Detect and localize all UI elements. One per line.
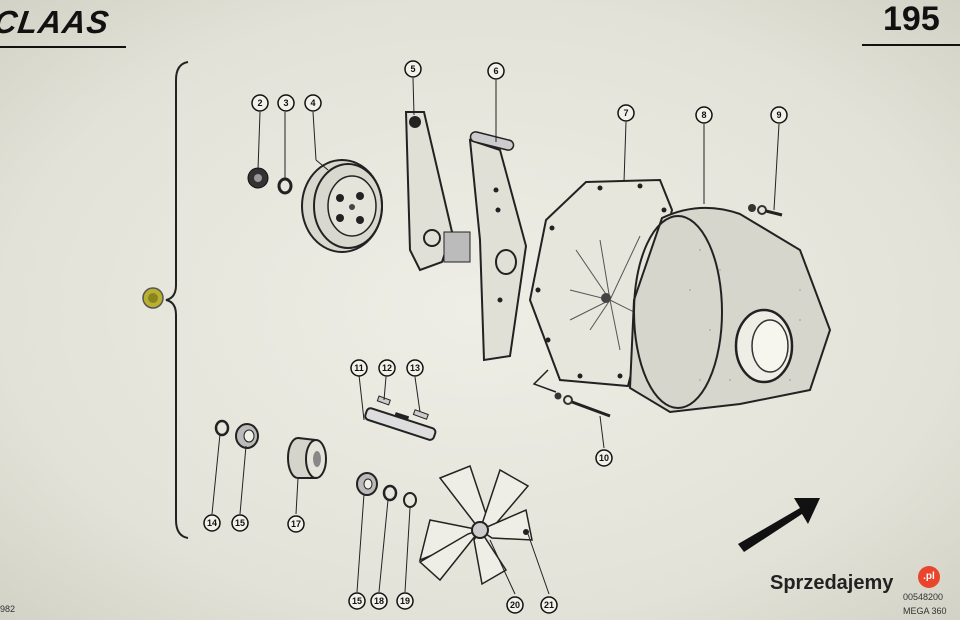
callout-label: 12: [382, 363, 392, 373]
callout-label: 8: [701, 110, 706, 120]
callout-label: 19: [400, 596, 410, 606]
arrow-up-right-icon: [738, 498, 820, 552]
callout-label: 15: [235, 518, 245, 528]
callout-18: 18: [370, 592, 388, 610]
callout-label: 3: [283, 98, 288, 108]
callout-label: 9: [776, 110, 781, 120]
callout-label: 2: [257, 98, 262, 108]
callout-label: 7: [623, 108, 628, 118]
callout-5: 5: [404, 60, 422, 78]
callout-label: 18: [374, 596, 384, 606]
callout-9: 9: [770, 106, 788, 124]
callout-17: 17: [287, 515, 305, 533]
callout-2: 2: [251, 94, 269, 112]
callout-label: 21: [544, 600, 554, 610]
callout-13: 13: [406, 359, 424, 377]
footer-left-code: 982: [0, 604, 16, 614]
footer-model: MEGA 360: [903, 606, 947, 616]
callout-12: 12: [378, 359, 396, 377]
callout-15: 15: [231, 514, 249, 532]
callout-3: 3: [277, 94, 295, 112]
callout-label: 17: [291, 519, 301, 529]
callout-20: 20: [506, 596, 524, 614]
callout-8: 8: [695, 106, 713, 124]
watermark-text: Sprzedajemy: [770, 572, 894, 594]
watermark-badge: .pl: [918, 566, 940, 588]
page-number-rule: [862, 44, 960, 46]
callout-label: 14: [207, 518, 217, 528]
callout-6: 6: [487, 62, 505, 80]
callout-14: 14: [203, 514, 221, 532]
callout-15: 15: [348, 592, 366, 610]
callout-11: 11: [350, 359, 368, 377]
callout-label: 20: [510, 600, 520, 610]
footer-drawing-code: 00548200: [903, 592, 944, 602]
callout-label: 15: [352, 596, 362, 606]
callout-label: 11: [354, 363, 364, 373]
callout-label: 6: [493, 66, 498, 76]
callout-21: 21: [540, 596, 558, 614]
callout-4: 4: [304, 94, 322, 112]
callout-19: 19: [396, 592, 414, 610]
callout-label: 10: [599, 453, 609, 463]
callout-7: 7: [617, 104, 635, 122]
callout-label: 13: [410, 363, 420, 373]
callout-label: 5: [410, 64, 415, 74]
callout-label: 4: [310, 98, 315, 108]
callout-10: 10: [595, 449, 613, 467]
page-number: 195: [883, 0, 940, 38]
brand-rule: [0, 46, 126, 48]
